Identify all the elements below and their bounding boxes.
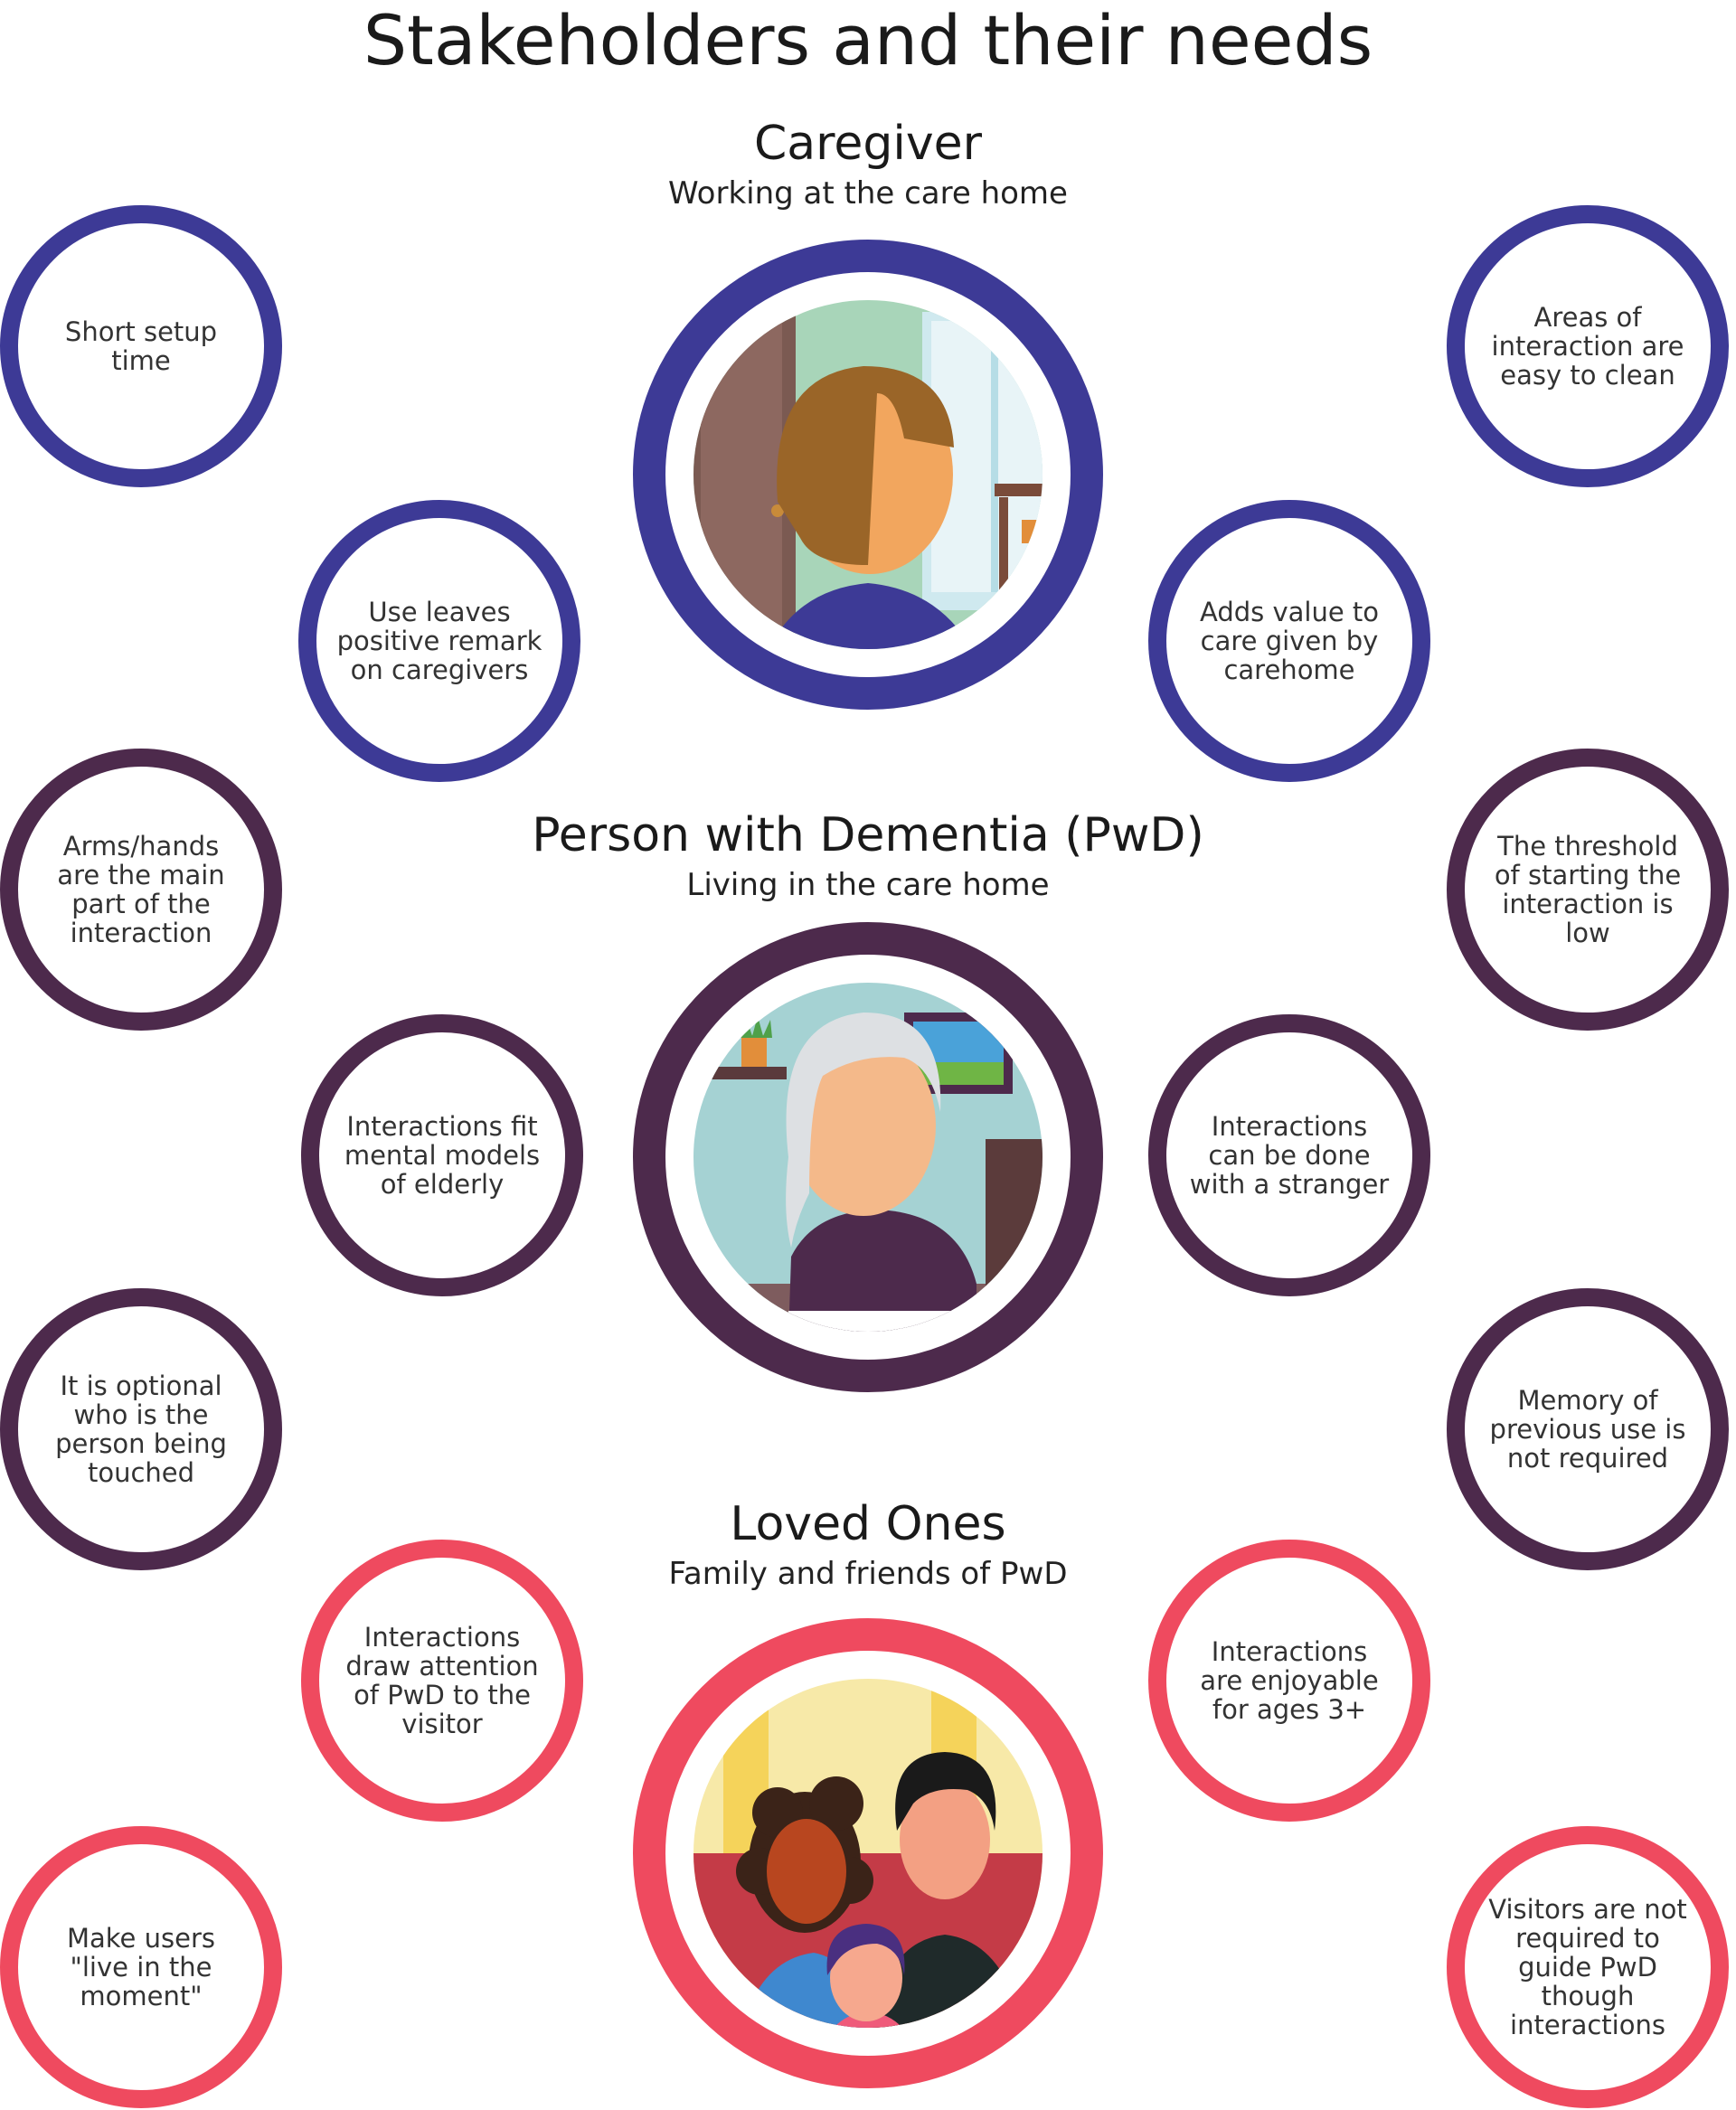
loved-ones-illustration [633, 1618, 1103, 2088]
need-low-threshold: The threshold of starting the interactio… [1447, 749, 1729, 1031]
pwd-illustration [633, 922, 1103, 1392]
caregiver-subtitle: Working at the care home [668, 175, 1068, 212]
need-arms-hands: Arms/hands are the main part of the inte… [0, 749, 282, 1031]
need-with-stranger: Interactions can be done with a stranger [1148, 1014, 1430, 1296]
pwd-avatar [633, 922, 1103, 1392]
need-easy-to-clean: Areas of interaction are easy to clean [1447, 205, 1729, 487]
need-enjoyable-3plus: Interactions are enjoyable for ages 3+ [1148, 1540, 1430, 1822]
caregiver-heading: Caregiver [753, 117, 982, 171]
pwd-heading: Person with Dementia (PwD) [532, 808, 1204, 862]
loved-ones-avatar [633, 1618, 1103, 2088]
caregiver-avatar [633, 240, 1103, 710]
pwd-subtitle: Living in the care home [686, 867, 1050, 903]
loved-ones-heading: Loved Ones [730, 1497, 1006, 1551]
need-no-guiding: Visitors are not required to guide PwD t… [1447, 1826, 1729, 2108]
caregiver-illustration [633, 240, 1103, 710]
need-short-setup-time: Short setup time [0, 205, 282, 487]
need-live-in-moment: Make users "live in the moment" [0, 1826, 282, 2108]
need-adds-value: Adds value to care given by carehome [1148, 500, 1430, 782]
need-mental-models: Interactions fit mental models of elderl… [301, 1014, 583, 1296]
loved-ones-subtitle: Family and friends of PwD [668, 1556, 1068, 1592]
need-positive-remark: Use leaves positive remark on caregivers [298, 500, 580, 782]
page-title: Stakeholders and their needs [363, 0, 1373, 80]
need-draw-attention: Interactions draw attention of PwD to th… [301, 1540, 583, 1822]
